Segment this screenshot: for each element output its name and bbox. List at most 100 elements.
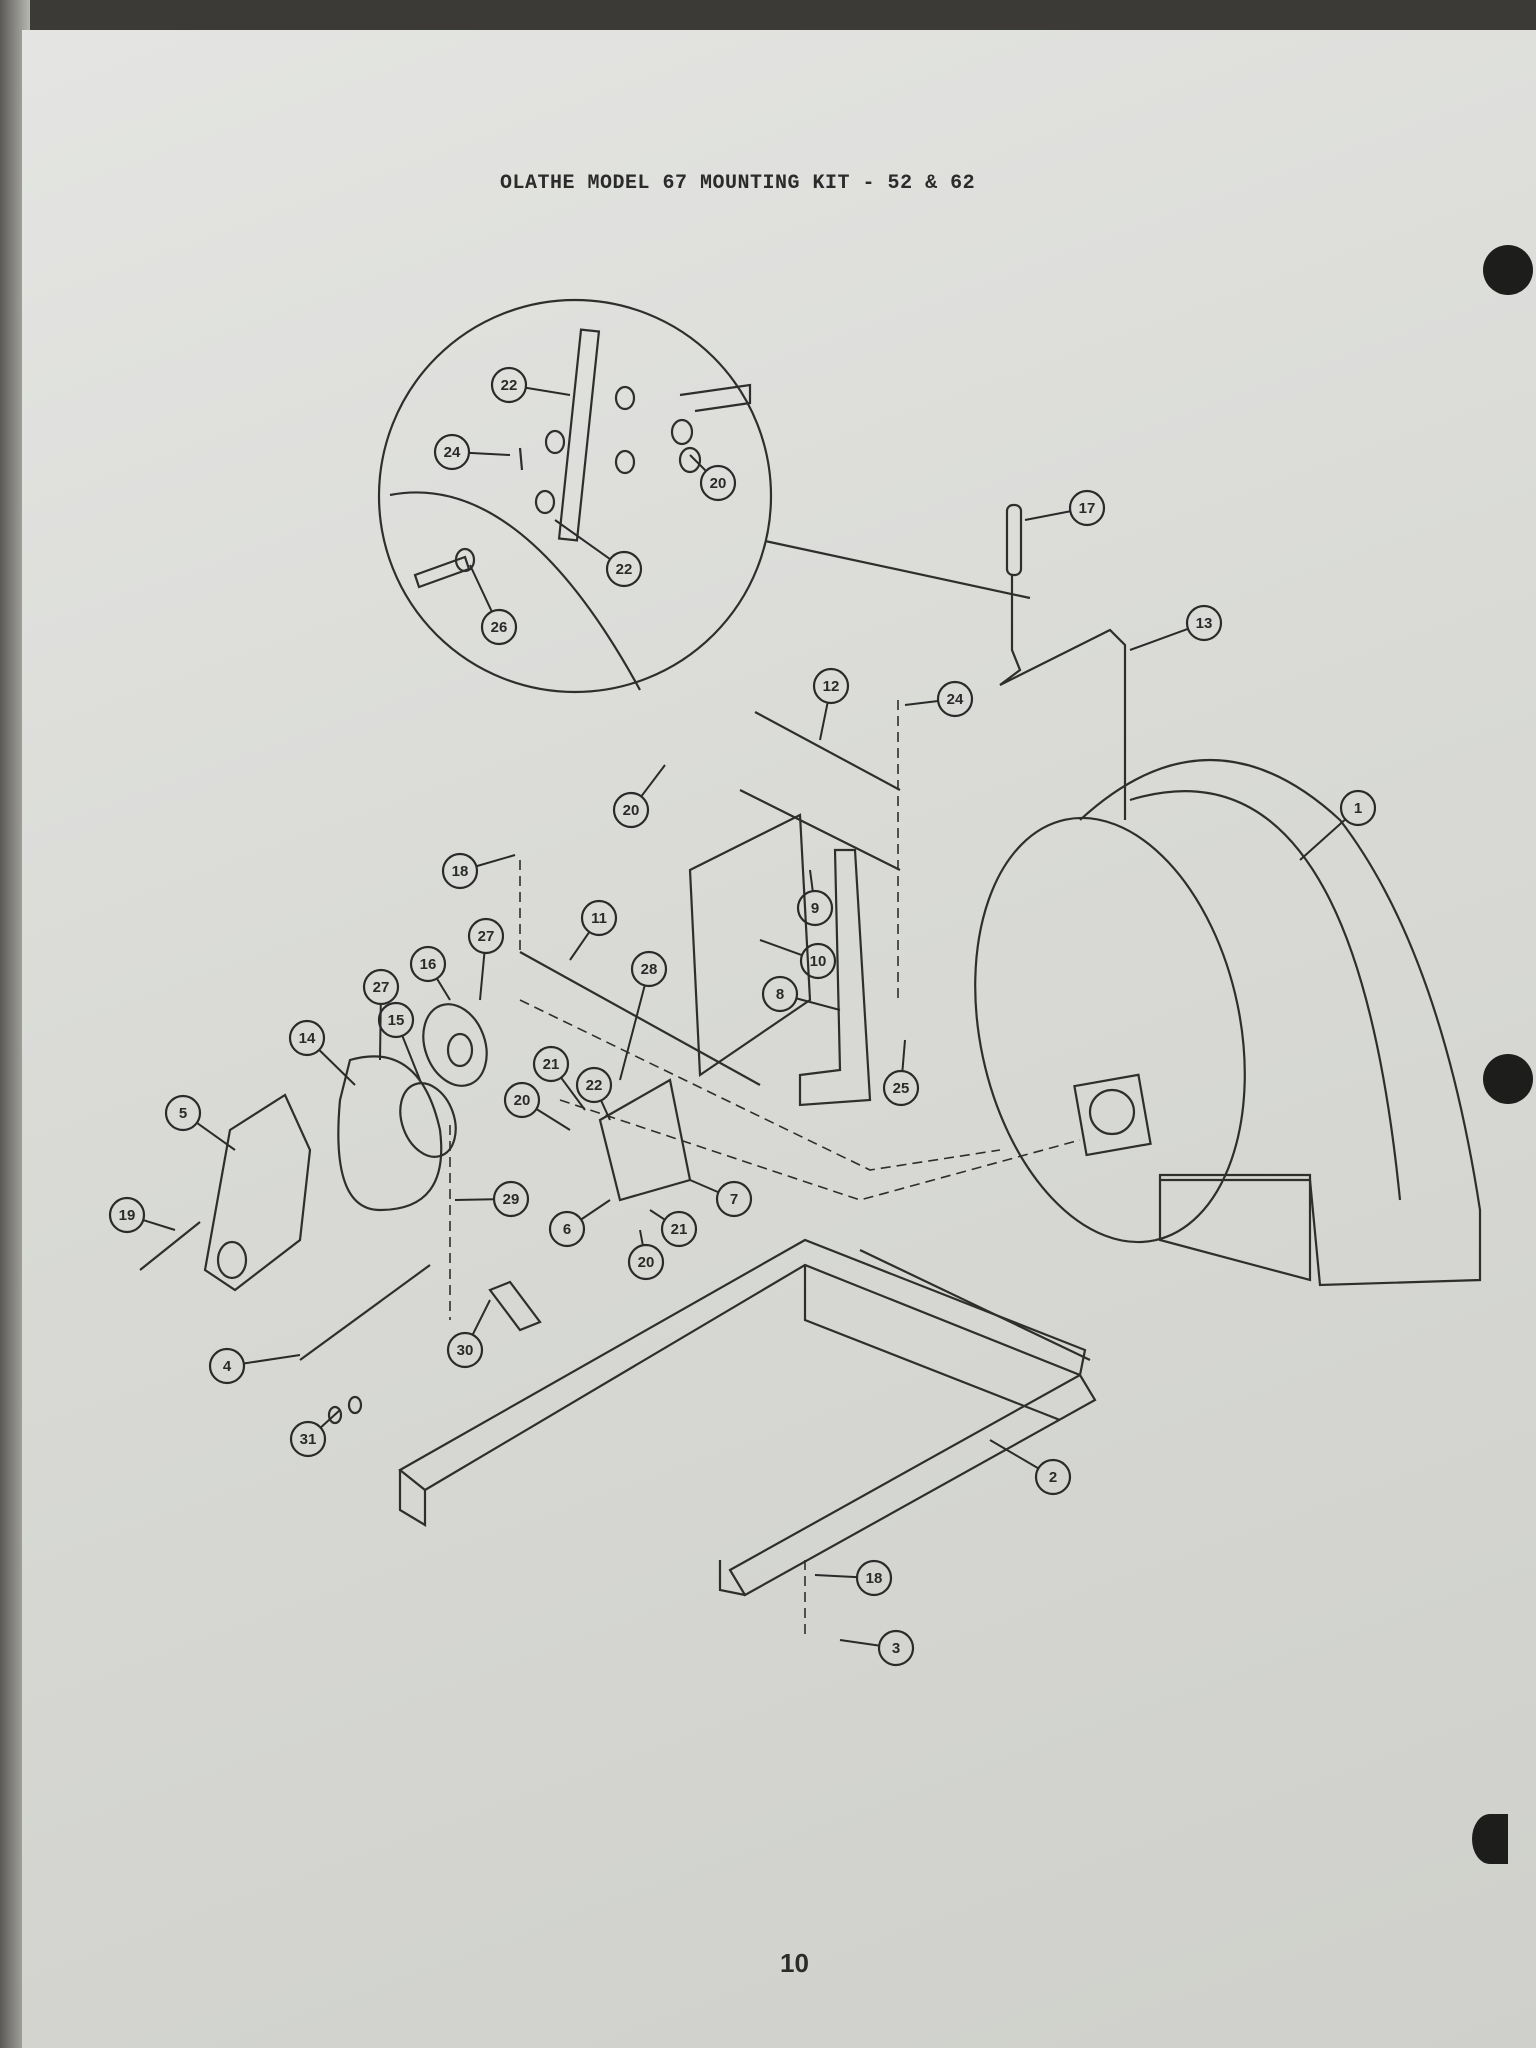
leader-line xyxy=(401,1035,421,1081)
callout-circle xyxy=(490,366,528,404)
callout-29: 29 xyxy=(454,1180,530,1218)
callout-label: 10 xyxy=(810,953,827,970)
callout-circle xyxy=(1185,604,1223,642)
callout-label: 26 xyxy=(491,619,508,636)
callout-circle xyxy=(799,942,837,980)
callout-7: 7 xyxy=(689,1179,753,1218)
callout-label: 11 xyxy=(591,910,607,927)
callout-circle xyxy=(575,1066,613,1104)
callout-21: 21 xyxy=(649,1209,698,1248)
callout-20: 20 xyxy=(627,1229,665,1281)
callout-2: 2 xyxy=(989,1439,1072,1496)
callout-label: 21 xyxy=(543,1056,560,1073)
callout-circle xyxy=(936,680,974,718)
callout-18: 18 xyxy=(441,852,516,890)
callout-13: 13 xyxy=(1129,604,1223,651)
callout-circle xyxy=(715,1180,753,1218)
callout-circle xyxy=(882,1069,920,1107)
callout-circle xyxy=(605,550,643,588)
callout-22: 22 xyxy=(575,1066,613,1121)
part-brackets xyxy=(139,711,901,1425)
callout-5: 5 xyxy=(164,1094,236,1151)
leader-line xyxy=(468,451,511,456)
callout-label: 9 xyxy=(811,900,819,917)
callout-label: 2 xyxy=(1049,1469,1057,1486)
leader-line xyxy=(619,985,646,1081)
callout-21: 21 xyxy=(532,1045,586,1111)
callout-circle xyxy=(446,1331,484,1369)
callout-25: 25 xyxy=(882,1039,920,1107)
leader-line xyxy=(142,1219,176,1231)
callout-circle xyxy=(467,917,505,955)
callout-label: 20 xyxy=(514,1092,531,1109)
callout-6: 6 xyxy=(548,1199,611,1248)
part-housing xyxy=(974,758,1482,1287)
callout-circle xyxy=(796,889,834,927)
leader-line xyxy=(454,1198,495,1201)
callout-label: 7 xyxy=(730,1191,738,1208)
callout-circle xyxy=(480,608,518,646)
leader-line xyxy=(649,1209,666,1221)
callout-18: 18 xyxy=(814,1559,893,1597)
leader-line xyxy=(535,1108,571,1131)
leader-line xyxy=(554,519,611,560)
leader-line xyxy=(759,939,803,957)
callout-1: 1 xyxy=(1299,789,1377,861)
manual-page xyxy=(22,30,1536,2048)
leader-line xyxy=(989,1439,1039,1470)
callout-label: 21 xyxy=(671,1221,688,1238)
callout-circle xyxy=(1339,789,1377,827)
callout-9: 9 xyxy=(796,869,834,927)
callout-circle xyxy=(441,852,479,890)
leader-line xyxy=(809,869,814,892)
callout-26: 26 xyxy=(469,564,518,646)
leader-line xyxy=(569,931,591,961)
leader-line xyxy=(469,564,493,613)
callout-label: 15 xyxy=(388,1012,405,1029)
callout-30: 30 xyxy=(446,1299,491,1369)
callout-label: 19 xyxy=(119,1207,136,1224)
callout-circle xyxy=(855,1559,893,1597)
callout-label: 16 xyxy=(420,956,437,973)
callout-circle xyxy=(164,1094,202,1132)
leader-line xyxy=(243,1354,301,1365)
callout-label: 4 xyxy=(223,1358,232,1375)
callout-circle xyxy=(660,1210,698,1248)
callout-label: 22 xyxy=(616,561,633,578)
leader-line xyxy=(580,1199,611,1221)
callout-label: 3 xyxy=(892,1640,900,1657)
callout-label: 30 xyxy=(457,1342,474,1359)
callout-24: 24 xyxy=(433,433,511,471)
callout-circle xyxy=(812,667,850,705)
leader-line xyxy=(196,1122,236,1151)
callout-19: 19 xyxy=(108,1196,176,1234)
callout-label: 25 xyxy=(893,1080,910,1097)
leader-line xyxy=(319,1409,341,1429)
leader-line xyxy=(819,702,829,741)
callout-circle xyxy=(108,1196,146,1234)
callout-circle xyxy=(377,1001,415,1039)
leader-line xyxy=(318,1049,356,1086)
callout-16: 16 xyxy=(409,945,451,1001)
callout-circle xyxy=(208,1347,246,1385)
leader-line xyxy=(479,952,486,1001)
leader-line xyxy=(525,386,571,396)
callout-circle xyxy=(1068,489,1106,527)
callout-24: 24 xyxy=(904,680,974,718)
leader-line xyxy=(639,1229,644,1246)
callout-label: 8 xyxy=(776,986,784,1003)
callout-10: 10 xyxy=(759,939,837,980)
callout-22: 22 xyxy=(554,519,643,588)
callout-15: 15 xyxy=(377,1001,421,1081)
callout-3: 3 xyxy=(839,1629,915,1667)
callout-label: 27 xyxy=(478,928,495,945)
callout-circle xyxy=(548,1210,586,1248)
callout-22: 22 xyxy=(490,366,571,404)
callout-circle xyxy=(362,968,400,1006)
assembly-lines xyxy=(449,700,1081,1640)
callout-circle xyxy=(503,1081,541,1119)
callout-label: 18 xyxy=(866,1570,883,1587)
callout-circle xyxy=(761,975,799,1013)
leader-line xyxy=(600,1100,611,1121)
